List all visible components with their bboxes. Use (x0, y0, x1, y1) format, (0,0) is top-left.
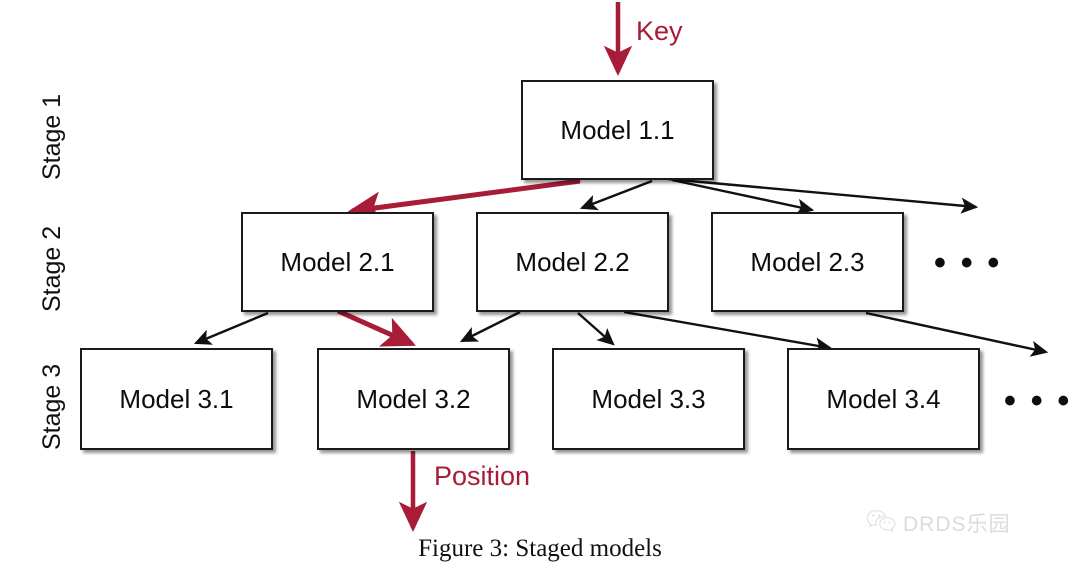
node-model-3-2[interactable]: Model 3.2 (317, 348, 510, 450)
node-label: Model 3.1 (119, 383, 234, 414)
node-label: Model 1.1 (560, 114, 675, 145)
node-model-1-1[interactable]: Model 1.1 (521, 80, 714, 180)
watermark: DRDS乐园 (866, 508, 1011, 538)
arrow-model22-to-model34 (623, 310, 833, 354)
ellipsis-stage-2: • • • (934, 244, 1004, 282)
arrow-model21-to-model31 (193, 311, 269, 345)
node-model-2-3[interactable]: Model 2.3 (711, 212, 904, 312)
figure-caption: Figure 3: Staged models (418, 535, 662, 562)
node-label: Model 2.3 (750, 246, 865, 277)
node-model-3-4[interactable]: Model 3.4 (787, 348, 980, 450)
arrow-model23-to-more-stage3 (865, 311, 1049, 357)
position-annotation-label: Position (434, 461, 531, 491)
stage-label-1: Stage 1 (38, 93, 66, 180)
arrow-model21-to-model32-highlight (336, 308, 416, 347)
arrow-model11-to-more-stage2 (667, 177, 979, 214)
arrow-model11-to-model22 (579, 179, 653, 211)
node-model-2-2[interactable]: Model 2.2 (476, 212, 669, 312)
arrow-model22-to-model32 (459, 310, 521, 343)
node-label: Model 2.2 (515, 246, 630, 277)
arrow-model11-to-model23 (671, 178, 815, 215)
node-label: Model 3.4 (826, 383, 941, 414)
ellipsis-stage-3: • • • (1004, 382, 1074, 420)
wechat-icon (866, 509, 896, 538)
stage-label-3: Stage 3 (38, 363, 66, 450)
node-model-3-3[interactable]: Model 3.3 (552, 348, 745, 450)
node-model-2-1[interactable]: Model 2.1 (241, 212, 434, 312)
node-label: Model 3.3 (591, 383, 706, 414)
node-label: Model 2.1 (280, 246, 395, 277)
node-label: Model 3.2 (356, 383, 471, 414)
stage-label-2: Stage 2 (38, 225, 66, 312)
watermark-text: DRDS乐园 (903, 513, 1011, 536)
node-model-3-1[interactable]: Model 3.1 (80, 348, 273, 450)
arrow-model11-to-model21-highlight (347, 178, 581, 223)
arrow-model22-to-model33 (577, 312, 615, 346)
key-annotation-label: Key (636, 16, 683, 46)
